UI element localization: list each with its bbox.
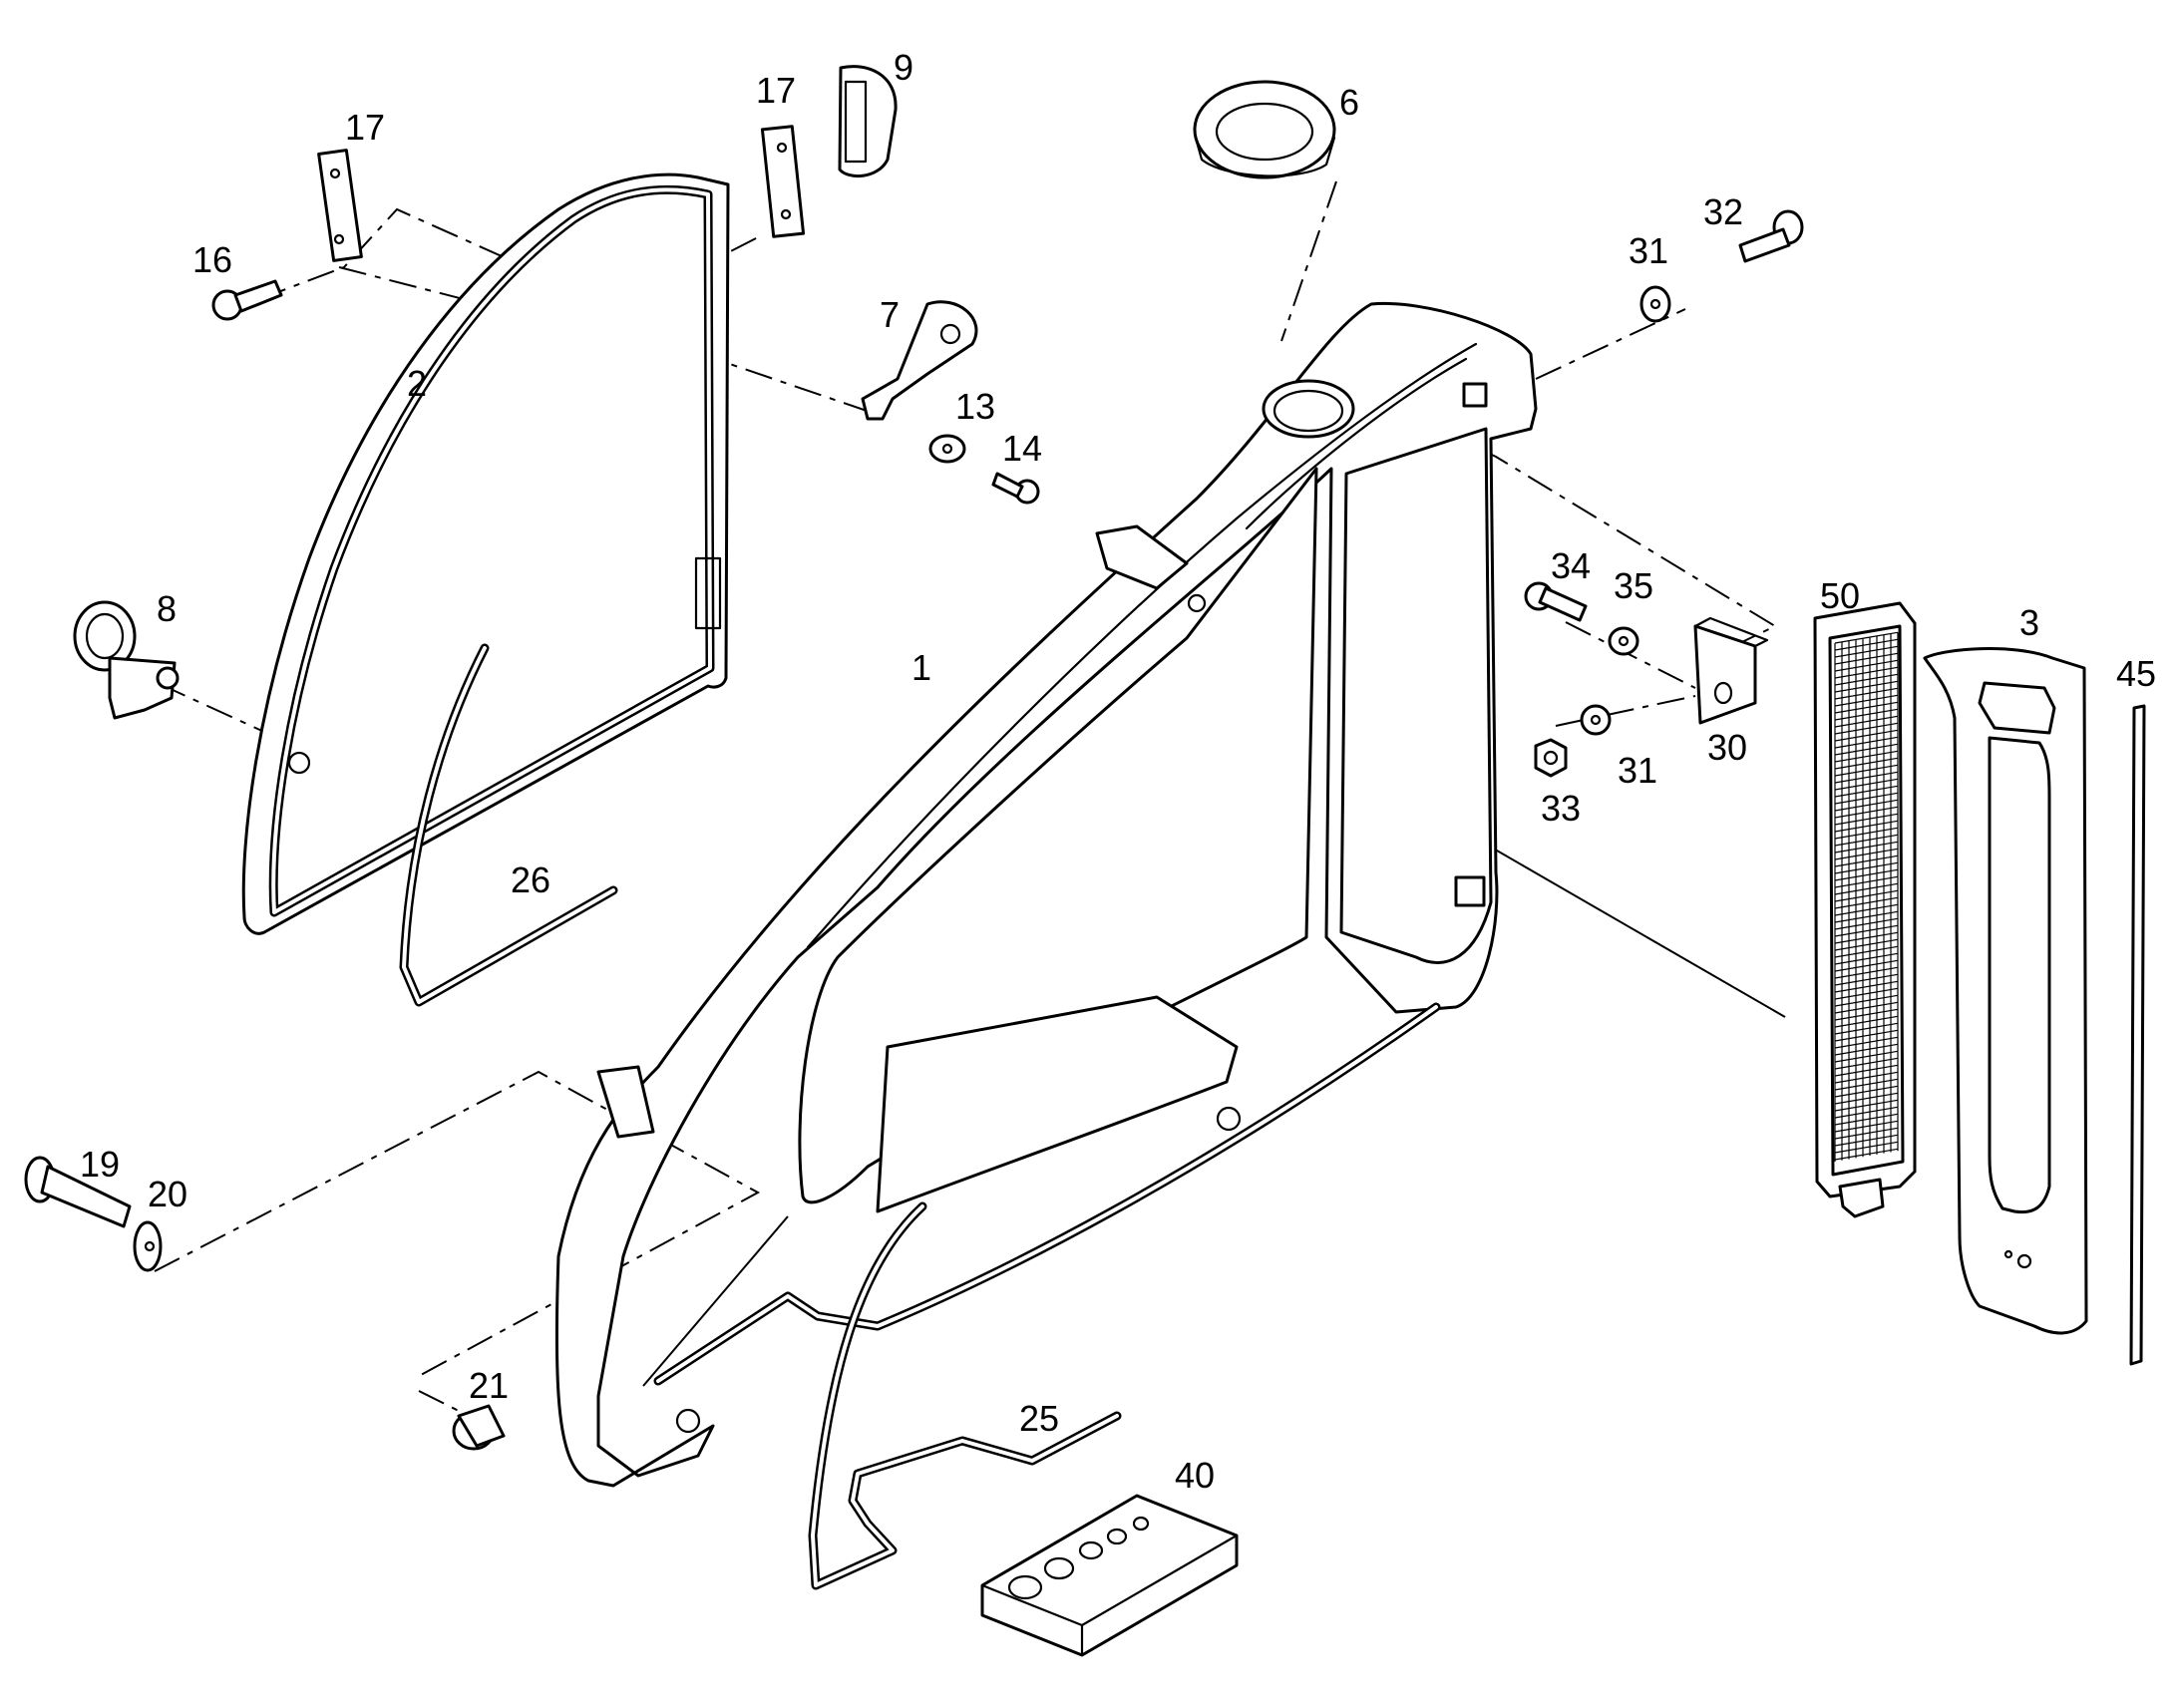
callout-labels: 1 2 3 6 7 8 9 13 14 16 17 17 19 20 21 25… [80,47,2156,1496]
callout-45: 45 [2116,653,2156,694]
callout-6: 6 [1339,82,1359,123]
strip-part-45 [2129,704,2146,1366]
bushing-part-21 [452,1404,506,1451]
bracket-part-30 [1693,616,1769,725]
bolt-part-19 [24,1156,132,1228]
washer-part-31-top [1639,285,1671,323]
callout-34: 34 [1551,545,1591,586]
callout-2: 2 [407,363,427,404]
callout-32: 32 [1703,191,1743,232]
strap-part-7 [861,300,978,421]
callout-17-right: 17 [756,70,796,111]
callout-25: 25 [1019,1398,1059,1439]
callout-9: 9 [894,47,913,88]
cover-panel-part-3 [1923,647,2088,1335]
callout-19: 19 [80,1144,120,1185]
door-frame-part-2 [241,172,730,935]
callout-30: 30 [1707,727,1747,768]
callout-13: 13 [955,386,995,427]
bottom-seal-part-25 [808,1201,1122,1590]
washer-part-13 [928,434,966,464]
hinge-part-9 [838,65,898,178]
callout-35: 35 [1614,565,1653,606]
washer-part-20 [133,1220,163,1272]
grommet-part-6 [1193,80,1336,179]
callout-16: 16 [192,239,232,280]
callout-31-bottom: 31 [1618,750,1657,791]
callout-1: 1 [911,647,931,688]
plate-part-17-left [317,149,363,262]
block-part-40 [980,1494,1239,1657]
washer-part-31-bottom [1580,704,1612,736]
callout-40: 40 [1175,1455,1215,1496]
callout-3: 3 [2019,602,2039,643]
grille-mesh [1834,631,1899,1162]
door-seal-part-26 [399,643,618,1007]
callout-17-left: 17 [345,107,385,148]
grille-part-50 [1813,601,1917,1218]
screw-part-14 [991,472,1040,505]
plate-part-17-right [760,125,806,238]
callout-8: 8 [157,588,177,629]
cab-frame-part-1 [554,301,1538,1488]
washer-part-35 [1608,626,1639,656]
bolt-part-16 [211,279,283,321]
callout-7: 7 [880,294,900,335]
callout-50: 50 [1820,575,1860,616]
bolt-part-34 [1524,581,1588,622]
bolt-part-32 [1738,209,1804,263]
callout-14: 14 [1002,428,1042,469]
callout-33: 33 [1541,788,1581,829]
nut-part-33 [1534,738,1568,778]
latch-part-8 [73,600,180,720]
callout-20: 20 [148,1174,187,1214]
callout-26: 26 [511,859,550,900]
callout-21: 21 [469,1365,509,1406]
callout-31-top: 31 [1629,230,1668,271]
